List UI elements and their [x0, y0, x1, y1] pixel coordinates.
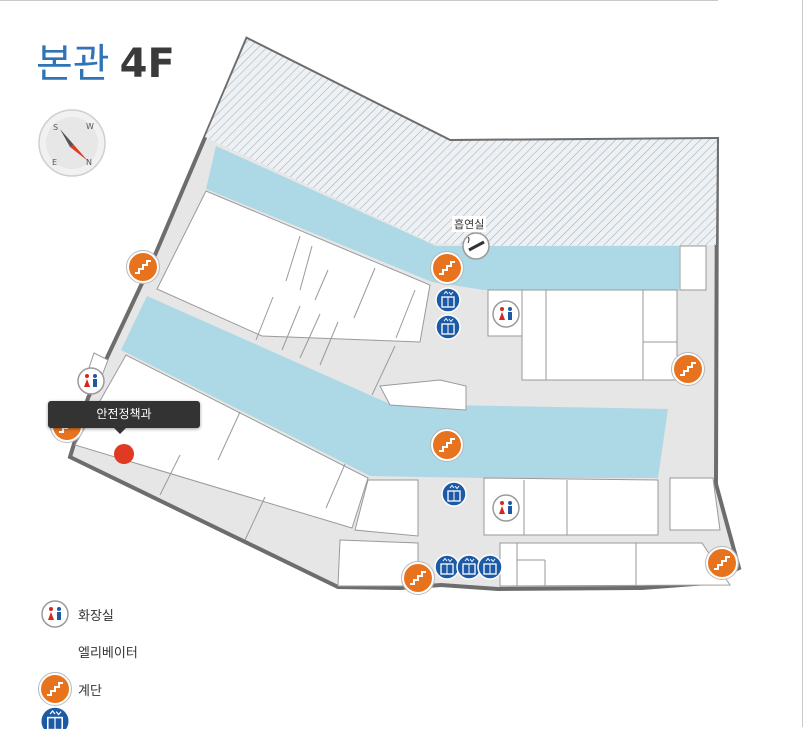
legend-label-stairs: 계단 [78, 684, 102, 699]
elevator-icon[interactable] [477, 554, 503, 580]
room-block-d [354, 479, 419, 537]
roof-area [205, 39, 717, 246]
room-block-a [156, 190, 431, 343]
compass-label-w: W [86, 122, 94, 131]
stairs-icon[interactable] [704, 545, 740, 581]
compass-label-e: E [52, 158, 57, 167]
stairs-icon[interactable] [670, 351, 706, 387]
legend-label-elevator: 엘리베이터 [78, 646, 138, 661]
smoking-room-icon[interactable] [462, 232, 490, 260]
location-tooltip: 안전정책과 [48, 401, 200, 434]
compass: S W E N [38, 109, 106, 177]
corridor-upper [206, 146, 679, 291]
smoking-room-label: 흡연실 [452, 216, 487, 232]
elevator-icon[interactable] [435, 314, 461, 340]
room-block-g [483, 477, 659, 536]
room-block-k [679, 245, 707, 291]
restroom-icon[interactable] [492, 300, 520, 328]
location-marker[interactable] [114, 444, 134, 464]
floor-number: 4F [119, 41, 175, 87]
stairs-icon[interactable] [429, 427, 465, 463]
compass-label-n: N [86, 158, 92, 167]
compass-label-s: S [53, 123, 58, 132]
legend-label-restroom: 화장실 [78, 609, 114, 624]
elevator-icon[interactable] [441, 481, 467, 507]
restroom-icon[interactable] [492, 494, 520, 522]
frame-border-right [802, 0, 803, 727]
legend-item-stairs: 계단 [38, 671, 238, 707]
elevator-icon[interactable] [434, 554, 460, 580]
building-name: 본관 [36, 41, 110, 87]
room-block-j [669, 477, 721, 531]
stairs-icon[interactable] [125, 249, 161, 285]
legend-item-restroom: 화장실 [38, 596, 238, 632]
elevator-icon[interactable] [435, 287, 461, 313]
frame-border-top [0, 0, 718, 1]
legend-item-elevator: 엘리베이터 [38, 633, 238, 669]
rooms [74, 190, 731, 587]
room-block-h [499, 542, 731, 587]
restroom-icon[interactable] [77, 367, 105, 395]
stairs-icon[interactable] [429, 250, 465, 286]
partitions [159, 235, 677, 586]
corridor-middle [121, 296, 668, 478]
room-block-f [521, 289, 678, 381]
legend-elevator-icon [39, 705, 71, 729]
stairs-icon[interactable] [400, 560, 436, 596]
room-block-b [379, 379, 467, 411]
